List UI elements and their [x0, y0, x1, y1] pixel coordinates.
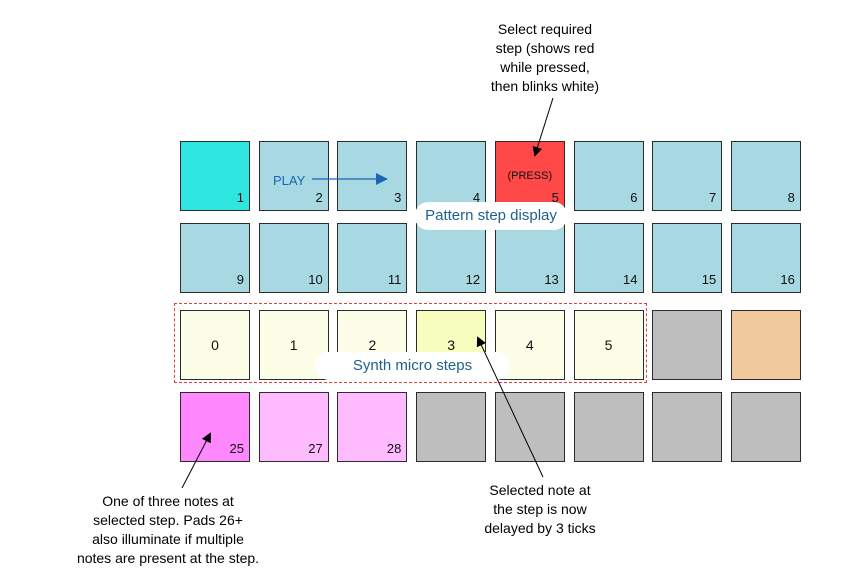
pad-number: 27: [308, 441, 323, 456]
note-line: Selected note at: [489, 482, 591, 498]
pad-row2-6[interactable]: 14: [573, 223, 644, 293]
pad-row3-1[interactable]: 0: [180, 310, 250, 380]
note-line: while pressed,: [500, 59, 590, 75]
note-line: step (shows red: [495, 40, 595, 56]
pad-number: 2: [315, 190, 323, 205]
pad-number: 5: [551, 190, 559, 205]
pad-row2-7[interactable]: 15: [652, 223, 723, 293]
pad-number: 11: [387, 272, 402, 287]
pad-row1-6[interactable]: 6: [573, 141, 644, 211]
pad-number: 8: [787, 190, 795, 205]
note-line: Select required: [497, 21, 593, 37]
pad-row2-5[interactable]: 13: [494, 223, 565, 293]
pad-number: 15: [701, 272, 717, 287]
pad-row2-2[interactable]: 10: [258, 223, 329, 293]
pad-row3-6[interactable]: 5: [573, 310, 644, 380]
micro-step-value: 2: [368, 337, 377, 353]
note-line: One of three notes at: [102, 493, 234, 509]
pad-row4-5[interactable]: [494, 392, 565, 462]
pad-row4-6[interactable]: [573, 392, 644, 462]
note-line: delayed by 3 ticks: [484, 520, 596, 536]
pad-number: 12: [465, 272, 481, 287]
pad-row1-2[interactable]: 2: [258, 141, 329, 211]
note-line: also illuminate if multiple: [92, 531, 244, 547]
pattern-step-display-label: Pattern step display: [415, 202, 567, 230]
pad-row4-7[interactable]: [652, 392, 723, 462]
pad-number: 7: [708, 190, 717, 205]
micro-step-value: 5: [604, 337, 613, 353]
note-line: selected step. Pads 26+: [93, 512, 243, 528]
select-step-note: Select required step (shows red while pres…: [460, 20, 630, 96]
pad-number: 6: [630, 190, 638, 205]
pad-row1-7[interactable]: 7: [652, 141, 723, 211]
press-label: (PRESS): [507, 170, 553, 182]
pad-row2-4[interactable]: 12: [416, 223, 487, 293]
pad-number: 3: [394, 190, 402, 205]
note-line: notes are present at the step.: [76, 550, 260, 566]
synth-micro-steps-label: Synth micro steps: [316, 352, 509, 380]
pad-row4-8[interactable]: [730, 392, 801, 462]
one-of-three-notes-note: One of three notes at selected step. Pads…: [50, 492, 286, 568]
pad-number: 25: [229, 441, 244, 456]
pad-row4-1[interactable]: 25: [180, 392, 250, 462]
pad-row4-2[interactable]: 27: [258, 392, 329, 462]
pad-number: 28: [386, 441, 402, 456]
pad-number: 13: [544, 272, 559, 287]
pad-row1-1[interactable]: 1: [180, 141, 250, 211]
pad-row2-8[interactable]: 16: [730, 223, 801, 293]
synth-micro-steps-highlight: [174, 303, 647, 383]
pad-row3-7[interactable]: [652, 310, 723, 380]
pad-number: 4: [472, 190, 481, 205]
pad-row2-1[interactable]: 9: [180, 223, 250, 293]
pad-row4-4[interactable]: [416, 392, 487, 462]
micro-step-value: 0: [211, 337, 219, 353]
pad-number: 9: [236, 272, 244, 287]
pad-row1-4[interactable]: 4: [416, 141, 487, 211]
play-label: PLAY: [273, 173, 306, 188]
selected-note-delay-note: Selected note at the step is now delayed b…: [455, 481, 625, 538]
pad-row2-3[interactable]: 11: [337, 223, 408, 293]
pad-number: 14: [623, 272, 638, 287]
pad-number: 1: [236, 190, 244, 205]
note-line: the step is now: [493, 501, 587, 517]
pad-row1-3[interactable]: 3: [337, 141, 408, 211]
pad-row1-8[interactable]: 8: [730, 141, 801, 211]
micro-step-value: 1: [289, 337, 298, 353]
pad-number: 10: [308, 272, 323, 287]
pad-row3-8[interactable]: [730, 310, 801, 380]
pad-row1-5[interactable]: 5 (PRESS): [494, 141, 565, 211]
pad-row4-3[interactable]: 28: [337, 392, 408, 462]
note-line: then blinks white): [490, 78, 600, 94]
pad-number: 16: [780, 272, 795, 287]
micro-step-value: 3: [447, 337, 455, 353]
